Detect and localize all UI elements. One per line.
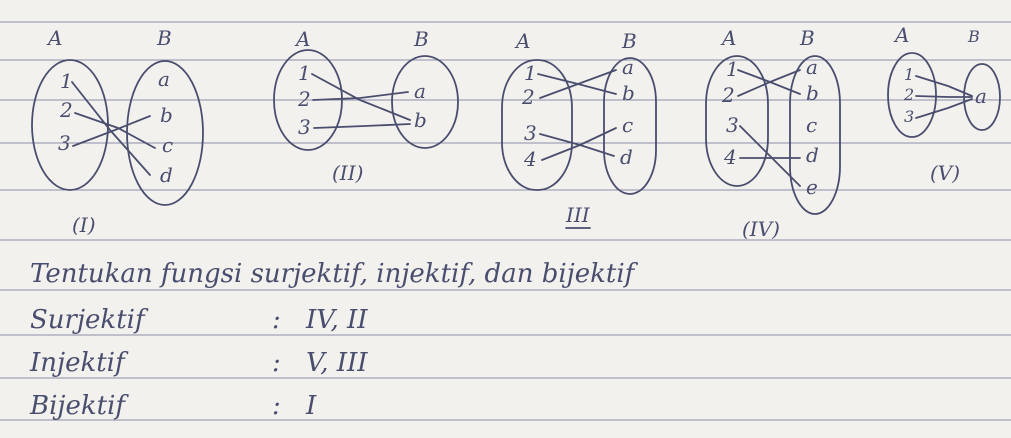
diagram-4-codomain-e: e [806,175,818,199]
diagram-3-codomain-b: b [622,81,635,105]
diagram-4-label: (IV) [742,217,780,241]
diagram-5-codomain-a: a [975,84,987,108]
answer-bijektif-term: Bijektif [29,391,129,421]
diagram-4-codomain-b: b [806,81,819,105]
diagram-2-codomain-a: a [414,79,426,103]
diagram-4-codomain-c: c [806,113,817,137]
diagram-4-arrow-3-e [739,125,801,187]
diagram-1-codomain-a: a [158,67,170,91]
diagram-3-domain-oval [501,59,573,191]
diagram-4-set-a-label: A [720,26,736,50]
answer-injektif: Injektif : V, III [29,348,368,378]
diagram-2-set-b-label: B [413,27,429,51]
diagram-3-codomain-d: d [620,145,633,169]
diagram-4-codomain-a: a [806,55,818,79]
diagram-4: A B 1 2 3 4 a b c d e (IV) [705,26,841,241]
diagram-3-label: III [565,203,591,227]
diagram-4-domain-oval [705,55,769,187]
answer-injektif-value: V, III [306,348,368,378]
diagram-3-arrow-3-d [539,133,615,157]
answer-bijektif-sep: : [272,391,281,421]
diagram-3-codomain-a: a [622,55,634,79]
diagram-5: A B 1 2 3 a (V) [887,23,1001,185]
diagram-4-set-b-label: B [799,26,815,50]
diagram-3-domain-1: 1 [524,61,537,85]
diagram-3-domain-4: 4 [523,147,537,171]
diagram-1-set-a-label: A [46,26,62,50]
diagram-5-set-b-label: B [967,27,980,46]
diagram-4-domain-2: 2 [721,83,735,107]
diagram-2-domain-1: 1 [298,61,311,85]
diagram-4-arrow-2-a [737,69,801,97]
diagram-1-set-b-label: B [156,26,172,50]
diagram-2-arrow-2-a [312,91,409,101]
diagram-5-domain-1: 1 [904,65,914,84]
diagram-2-codomain-oval [391,55,459,149]
question-text: Tentukan fungsi surjektif, injektif, dan… [30,259,639,289]
diagram-5-domain-oval [887,52,937,138]
diagram-5-arrow-1-a [915,75,973,97]
diagram-5-label: (V) [930,161,960,185]
answer-bijektif: Bijektif : I [29,391,317,421]
diagram-4-codomain-d: d [806,143,819,167]
answer-surjektif-value: IV, II [305,305,368,335]
answer-injektif-term: Injektif [29,348,129,378]
answer-surjektif-term: Surjektif [30,305,149,335]
diagram-5-arrow-2-a [915,95,973,98]
diagram-5-arrow-3-a [915,98,973,119]
answer-bijektif-value: I [305,391,317,421]
diagram-2-label: (II) [332,161,363,185]
diagram-3: A B 1 2 3 4 a b c d III [501,29,657,229]
diagram-2-codomain-b: b [414,108,427,132]
diagram-1-domain-2: 2 [59,98,73,122]
diagram-1-codomain-b: b [160,103,173,127]
diagram-2-domain-oval [273,49,343,151]
diagram-3-set-a-label: A [514,29,530,53]
diagram-1: A B 1 2 3 a b c d (I) [31,26,204,237]
diagram-2-domain-2: 2 [297,87,311,111]
answer-injektif-sep: : [272,348,281,378]
diagram-3-codomain-c: c [622,113,633,137]
diagram-1-arrow-3-b [72,115,151,147]
diagram-5-domain-2: 2 [903,85,914,104]
diagram-4-domain-3: 3 [726,113,739,137]
diagram-4-domain-4: 4 [723,145,737,169]
diagram-2: A B 1 2 3 a b (II) [273,27,459,185]
answer-surjektif-sep: : [272,305,281,335]
diagram-5-set-a-label: A [893,23,909,47]
diagram-3-domain-2: 2 [521,85,535,109]
diagram-5-domain-3: 3 [904,107,914,126]
diagram-3-arrow-4-c [541,127,617,161]
diagram-1-codomain-d: d [160,163,173,187]
answer-surjektif: Surjektif : IV, II [30,305,368,335]
diagram-3-codomain-oval [603,57,657,195]
diagram-1-arrow-1-d [71,81,151,176]
diagram-3-set-b-label: B [621,29,637,53]
diagram-2-arrow-1-b [311,73,411,121]
diagram-1-domain-1: 1 [60,69,73,93]
diagram-2-arrow-3-b [313,123,411,129]
diagram-4-codomain-oval [789,55,841,215]
diagram-3-arrow-2-a [539,69,617,99]
diagram-2-domain-3: 3 [298,115,311,139]
diagram-3-domain-3: 3 [524,121,537,145]
diagram-1-label: (I) [72,213,96,237]
diagram-1-codomain-c: c [162,133,173,157]
diagram-1-domain-3: 3 [58,131,71,155]
diagram-4-domain-1: 1 [726,57,739,81]
diagram-2-set-a-label: A [294,27,310,51]
